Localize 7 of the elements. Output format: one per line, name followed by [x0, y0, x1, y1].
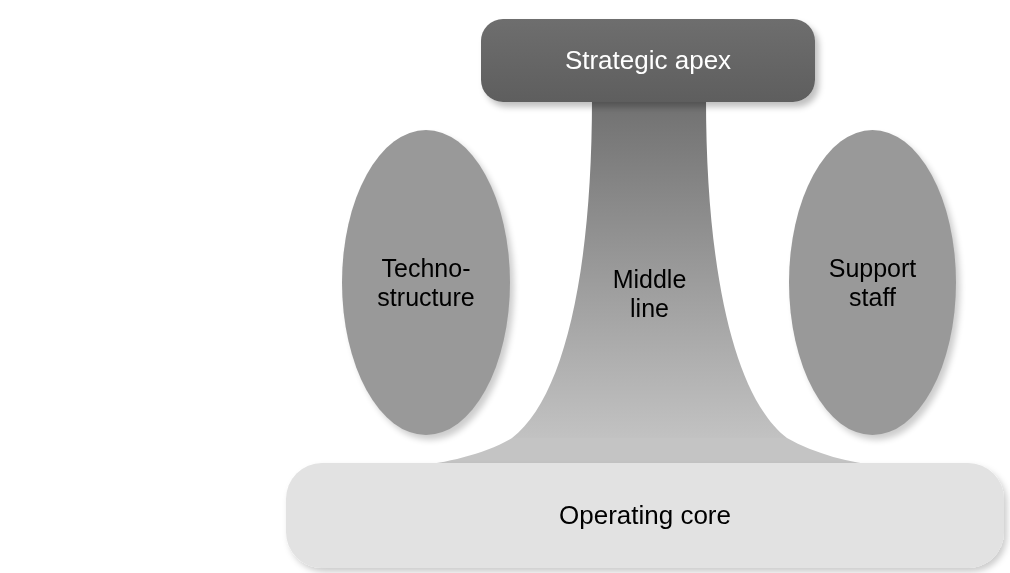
node-label: Middle line: [611, 265, 688, 323]
node-label: Techno- structure: [376, 253, 476, 312]
flared-trunk-shape: [512, 100, 787, 438]
node-label: Support staff: [827, 253, 918, 312]
node-label: Operating core: [558, 500, 732, 531]
node-label: Strategic apex: [563, 45, 733, 76]
apex-box: [481, 19, 815, 102]
